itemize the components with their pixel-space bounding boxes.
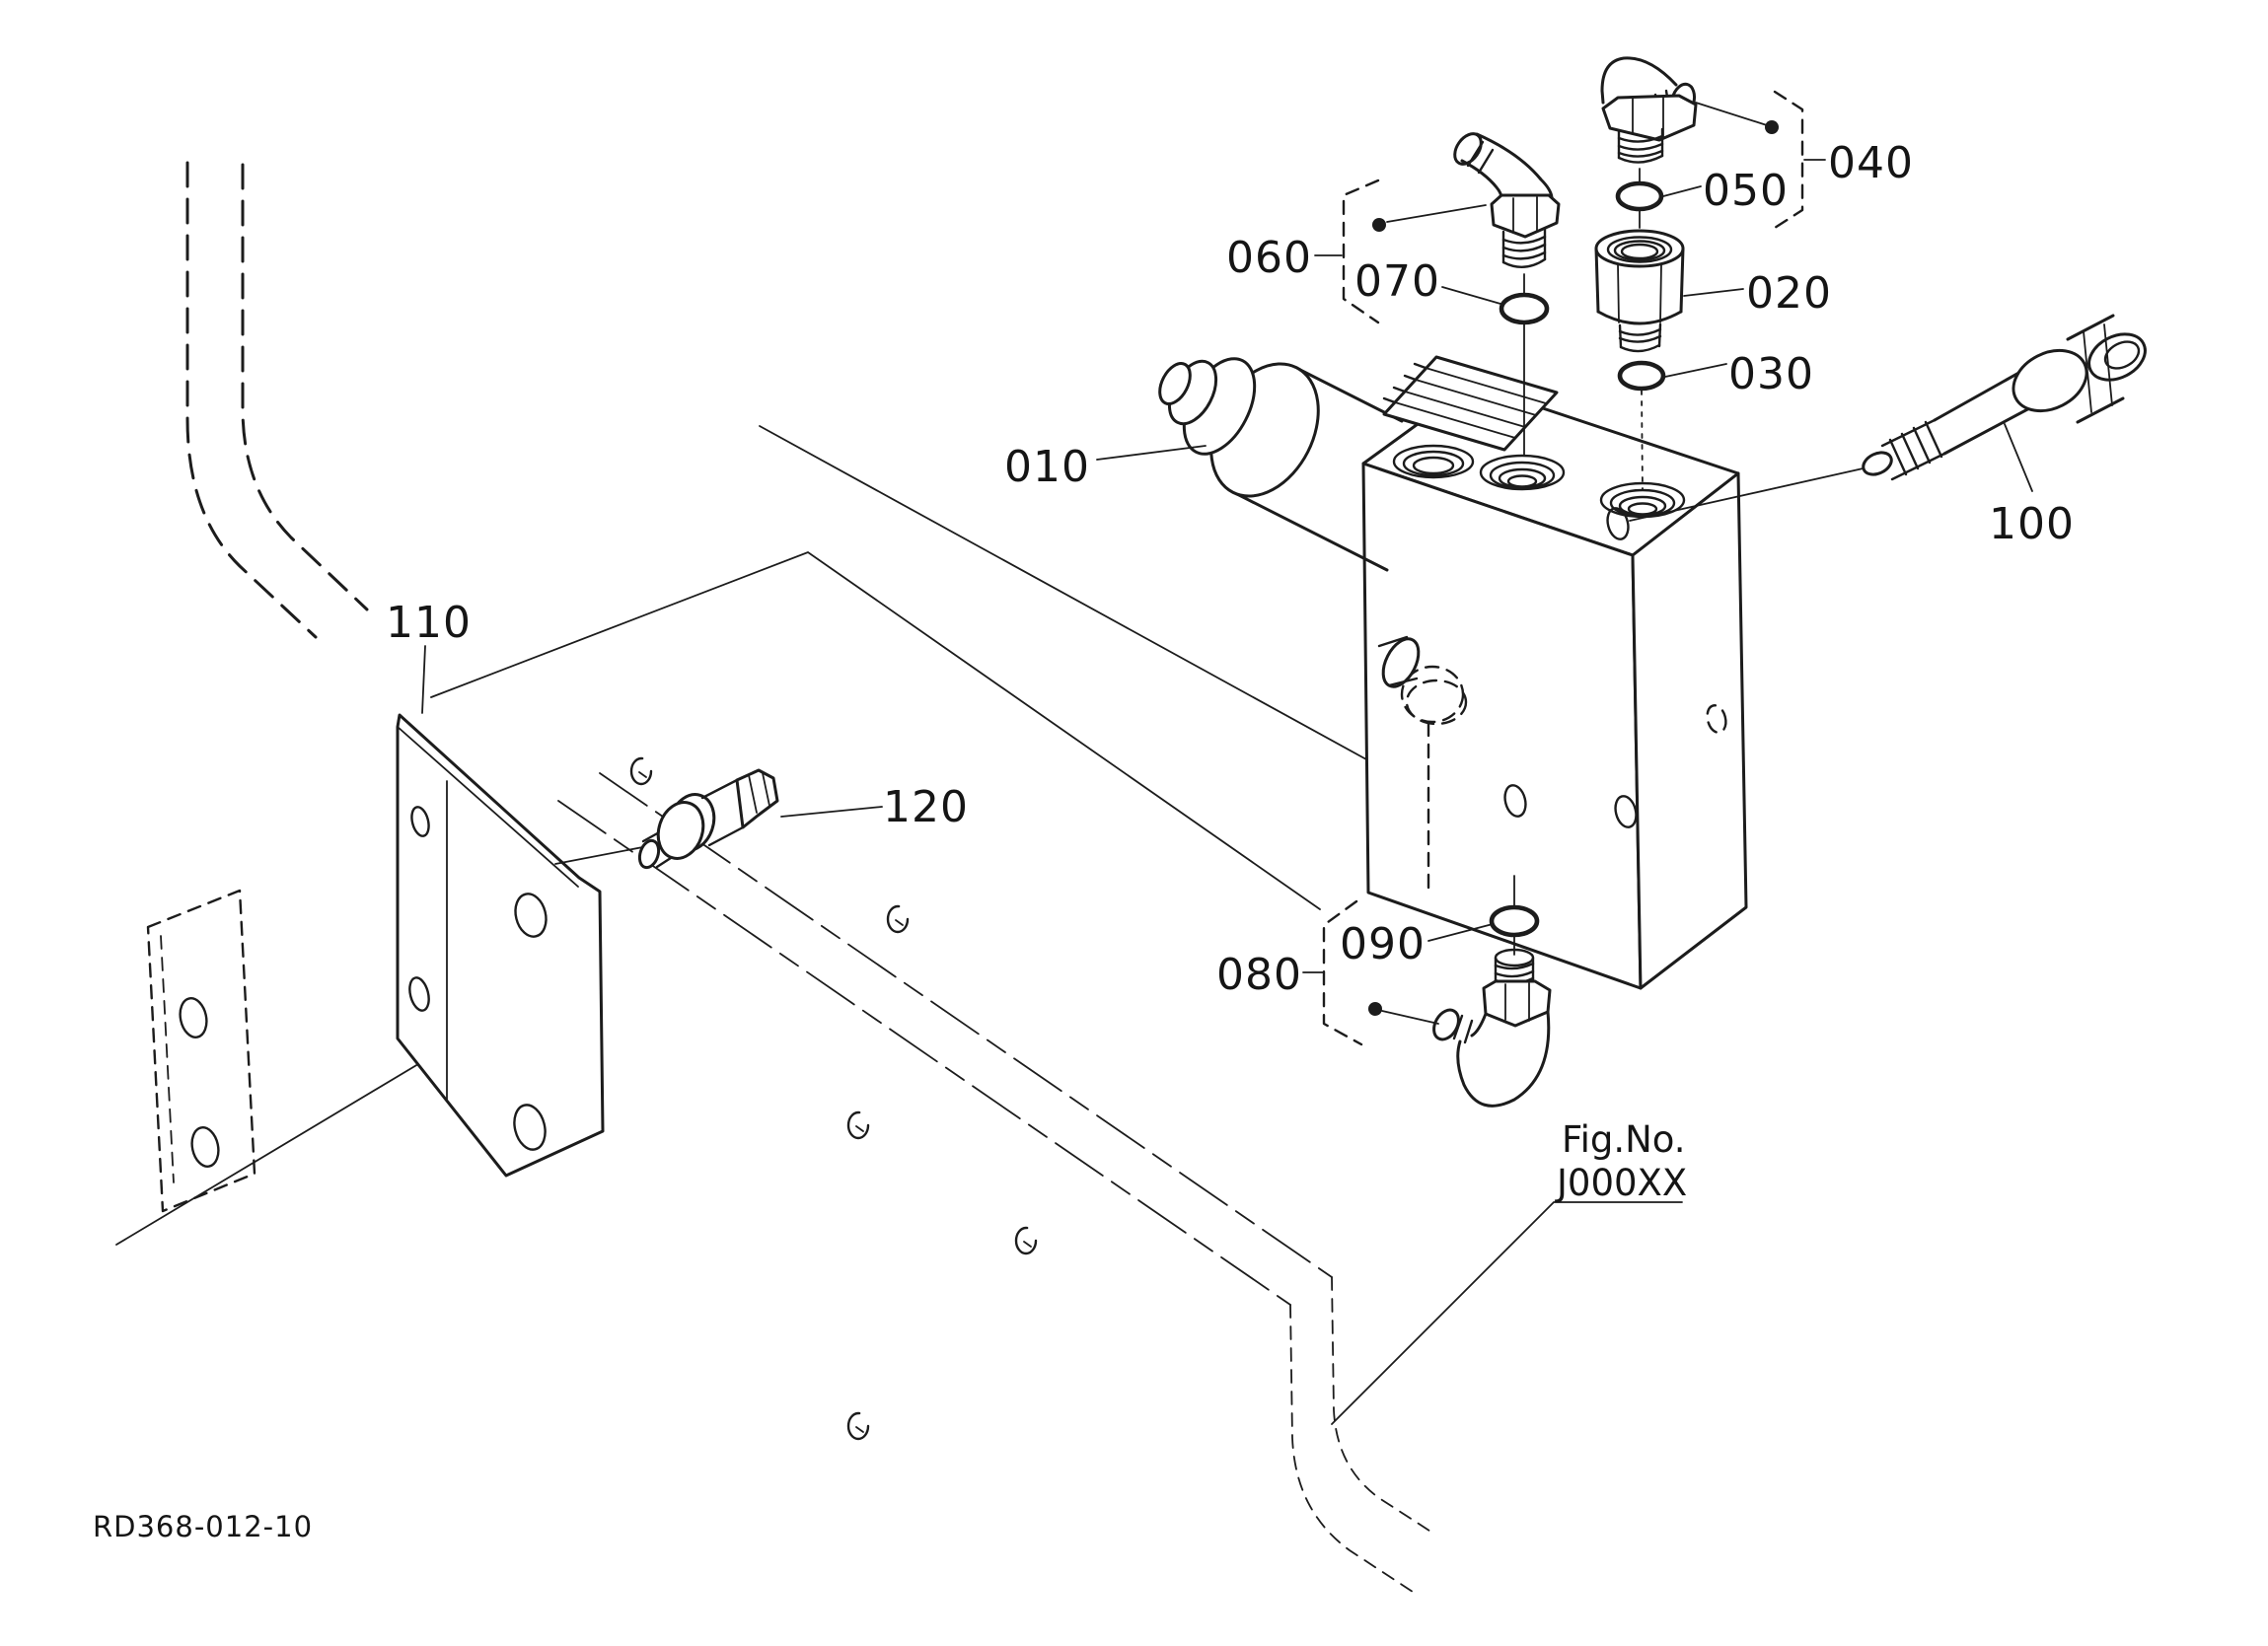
fig-no-label: Fig.No. — [1562, 1118, 1686, 1161]
o-ring-090 — [1489, 904, 1540, 938]
callout-120: 120 — [883, 782, 969, 832]
elbow-fitting-060 — [1453, 132, 1561, 294]
port-left — [1479, 454, 1566, 491]
callout-070: 070 — [1354, 256, 1440, 307]
coupling-020 — [1594, 229, 1685, 353]
callout-060: 060 — [1226, 233, 1312, 283]
fitting-120 — [554, 768, 779, 870]
o-ring-050 — [1615, 180, 1664, 212]
callout-labels: 010 020 030 040 050 060 070 080 090 100 … — [386, 138, 2075, 1000]
block-ports — [1392, 444, 1686, 519]
callout-030: 030 — [1728, 349, 1814, 399]
callout-020: 020 — [1746, 268, 1832, 319]
callout-leaders — [421, 90, 2033, 1425]
callout-010: 010 — [1004, 442, 1090, 492]
fig-no-value: J000XX — [1555, 1162, 1687, 1204]
callout-110: 110 — [386, 598, 472, 648]
group-bracket-080 — [1322, 899, 1363, 1046]
o-ring-070 — [1499, 292, 1550, 325]
elbow-fitting-040 — [1600, 56, 1698, 185]
port-right — [1599, 481, 1686, 519]
callout-100: 100 — [1989, 499, 2075, 549]
mounting-plate-phantom — [146, 889, 256, 1213]
frame-phantom — [430, 425, 1436, 1593]
callout-090: 090 — [1340, 919, 1426, 969]
callout-040: 040 — [1828, 138, 1914, 188]
pipe-phantom — [185, 161, 369, 639]
fig-no-leader — [1331, 1201, 1683, 1425]
group-bracket-060 — [1342, 179, 1380, 324]
spline-bore — [1392, 444, 1475, 479]
frame-hole-marks — [629, 756, 1038, 1441]
o-ring-030 — [1617, 360, 1666, 392]
solenoid-010 — [1158, 357, 1421, 688]
callout-050: 050 — [1703, 166, 1789, 216]
drawing-number: RD368-012-10 — [93, 1510, 313, 1543]
spline-shaft — [1382, 355, 1559, 452]
figure-reference: Fig.No. J000XX — [1555, 1118, 1687, 1204]
callout-080: 080 — [1216, 950, 1302, 1000]
bolt-100 — [1629, 314, 2147, 522]
elbow-fitting-080 — [1432, 948, 1552, 1108]
bracket-110 — [396, 713, 605, 1178]
